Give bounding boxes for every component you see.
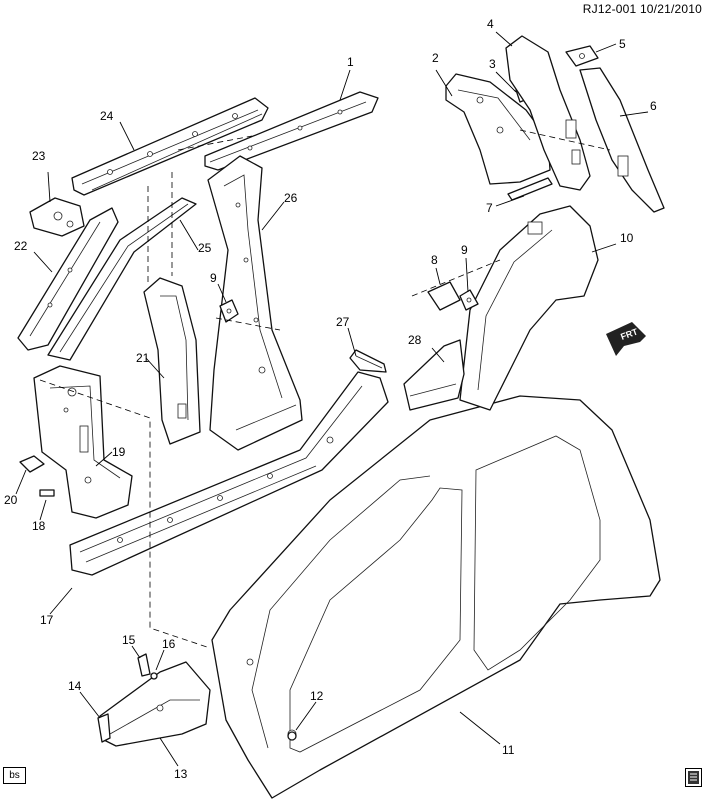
part-hinge-pillar[interactable] — [33, 365, 133, 519]
callout-14: 14 — [68, 679, 82, 693]
part-roof-rail[interactable] — [204, 91, 379, 171]
callout-24: 24 — [100, 109, 114, 123]
diagram-ref-code: RJ12-001 — [582, 2, 637, 16]
callout-7: 7 — [486, 201, 493, 215]
author-tag: bs — [3, 767, 26, 784]
callout-26: 26 — [284, 191, 298, 205]
part-small-plate-b[interactable] — [459, 289, 479, 311]
callout-25: 25 — [198, 241, 212, 255]
alignment-guides — [39, 129, 611, 649]
callout-9-right: 9 — [461, 243, 468, 257]
part-front-extension-bracket[interactable] — [97, 713, 111, 743]
part-hinge-shim[interactable] — [19, 455, 45, 473]
part-rocker-inner[interactable] — [69, 371, 389, 576]
part-tail-bracket[interactable] — [565, 45, 599, 67]
callout-17: 17 — [40, 613, 54, 627]
callout-21: 21 — [136, 351, 150, 365]
part-front-pillar-outer[interactable] — [17, 207, 119, 351]
part-upper-bracket[interactable] — [29, 197, 85, 237]
part-rear-pillar-inner[interactable] — [445, 73, 551, 185]
part-center-pillar[interactable] — [207, 155, 303, 451]
callout-15: 15 — [122, 633, 136, 647]
part-front-extension[interactable] — [99, 661, 211, 747]
callout-13: 13 — [174, 767, 188, 781]
callout-1: 1 — [347, 55, 354, 69]
front-direction-arrow-icon: FRT — [606, 322, 646, 356]
part-rear-wheelhouse[interactable] — [459, 205, 599, 411]
callout-8: 8 — [431, 253, 438, 267]
callout-4: 4 — [487, 17, 494, 31]
callout-22: 22 — [14, 239, 28, 253]
manual-book-icon — [685, 768, 702, 787]
callout-6: 6 — [650, 99, 657, 113]
callout-28: 28 — [408, 333, 422, 347]
part-clip-b[interactable] — [150, 672, 158, 680]
part-body-side-outer[interactable] — [211, 395, 661, 799]
part-clip-a[interactable] — [137, 653, 151, 677]
callout-2: 2 — [432, 51, 439, 65]
callout-10: 10 — [620, 231, 634, 245]
callout-3: 3 — [489, 57, 496, 71]
diagram-date: 10/21/2010 — [639, 2, 702, 16]
callout-16: 16 — [162, 637, 176, 651]
part-front-pillar-inner[interactable] — [47, 197, 197, 361]
diagram-reference: RJ12-001 10/21/2010 — [583, 2, 702, 16]
part-wheelhouse-bracket[interactable] — [427, 281, 461, 311]
part-small-plate-a[interactable] — [219, 299, 239, 323]
callout-18: 18 — [32, 519, 46, 533]
part-spacer-block[interactable] — [39, 489, 55, 497]
part-rear-corner-reinforcement[interactable] — [579, 67, 665, 213]
part-strap[interactable] — [507, 177, 553, 201]
callout-11: 11 — [502, 743, 515, 757]
part-wheelhouse-lower[interactable] — [403, 339, 465, 411]
callout-19: 19 — [112, 445, 126, 459]
callout-27: 27 — [336, 315, 350, 329]
callout-9-left: 9 — [210, 271, 217, 285]
callout-5: 5 — [619, 37, 626, 51]
leader-lines — [15, 31, 649, 767]
part-grommet[interactable] — [287, 731, 297, 741]
part-roof-header-reinforcement[interactable] — [71, 97, 269, 196]
callout-23: 23 — [32, 149, 46, 163]
part-center-pillar-reinforcement[interactable] — [143, 277, 201, 445]
callout-12: 12 — [310, 689, 324, 703]
part-quarter-inner-upper[interactable] — [505, 35, 591, 191]
callout-labels: 1 2 3 4 5 6 7 8 9 9 10 11 12 13 14 15 16… — [4, 17, 657, 781]
callout-20: 20 — [4, 493, 18, 507]
